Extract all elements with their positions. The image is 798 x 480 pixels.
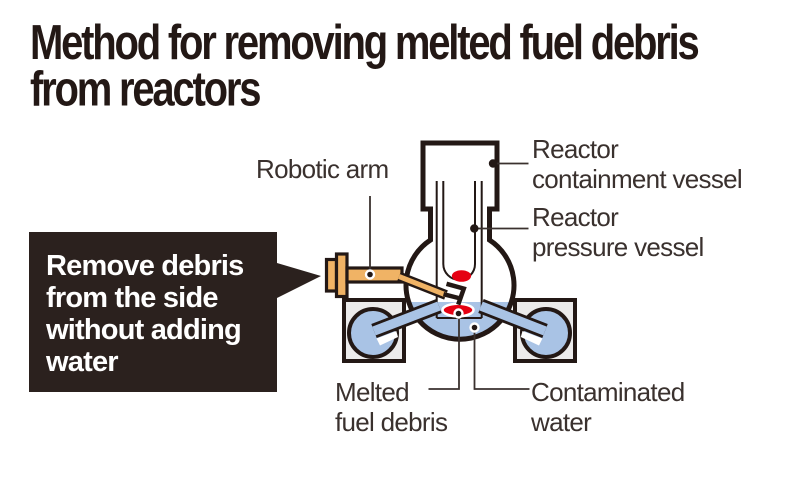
pipe-highlight-right xyxy=(520,331,543,346)
label-melted-fuel-debris: Melted fuel debris xyxy=(335,377,448,437)
dot-melted xyxy=(453,308,464,319)
robotic-arm xyxy=(324,252,467,306)
pipe-highlight-left xyxy=(376,331,398,346)
label-melted-line1: Melted xyxy=(335,377,410,407)
label-contaminated-water: Contaminated water xyxy=(531,377,685,437)
label-containment-vessel: Reactor containment vessel xyxy=(532,134,743,194)
label-pressure-line1: Reactor xyxy=(532,202,619,232)
label-pressure-line2: pressure vessel xyxy=(532,232,704,262)
callout-tail xyxy=(277,263,321,298)
arm-rod xyxy=(398,274,447,298)
label-contaminated-line2: water xyxy=(531,407,592,437)
melted-debris-upper xyxy=(451,270,472,282)
vent-pipe-right xyxy=(478,299,548,346)
suppression-chamber-right-circle xyxy=(520,307,572,359)
label-melted-line2: fuel debris xyxy=(335,407,448,437)
leader-contaminated xyxy=(473,327,530,390)
callout-line: from the side xyxy=(46,282,218,314)
callout-line: without adding xyxy=(46,314,242,346)
dot-contaminated xyxy=(469,322,480,333)
suppression-chamber-left-circle xyxy=(347,307,399,359)
gripper-claw-upper xyxy=(445,281,467,306)
page-title-line2: from reactors xyxy=(30,62,261,117)
label-containment-line1: Reactor xyxy=(532,134,619,164)
vent-pipe-left xyxy=(371,298,442,346)
leader-melted xyxy=(428,313,460,390)
dot-containment xyxy=(488,159,498,168)
page-title-line1: Method for removing melted fuel debris xyxy=(30,16,700,71)
callout-line: water xyxy=(46,346,119,378)
label-containment-line2: containment vessel xyxy=(532,164,743,194)
label-pressure-vessel: Reactor pressure vessel xyxy=(532,202,704,262)
page-title: Method for removing melted fuel debris f… xyxy=(30,16,700,117)
callout-bubble: Remove debris from the side without addi… xyxy=(29,232,277,392)
callout-line: Remove debris xyxy=(46,250,244,282)
label-contaminated-line1: Contaminated xyxy=(531,377,685,407)
containment-vessel-outline xyxy=(403,140,517,342)
dot-robotic-arm xyxy=(364,269,376,280)
leader-lines xyxy=(369,162,530,390)
dot-pressure xyxy=(470,224,479,233)
label-robotic-arm: Robotic arm xyxy=(256,154,389,184)
gripper-claw-lower xyxy=(442,292,460,301)
